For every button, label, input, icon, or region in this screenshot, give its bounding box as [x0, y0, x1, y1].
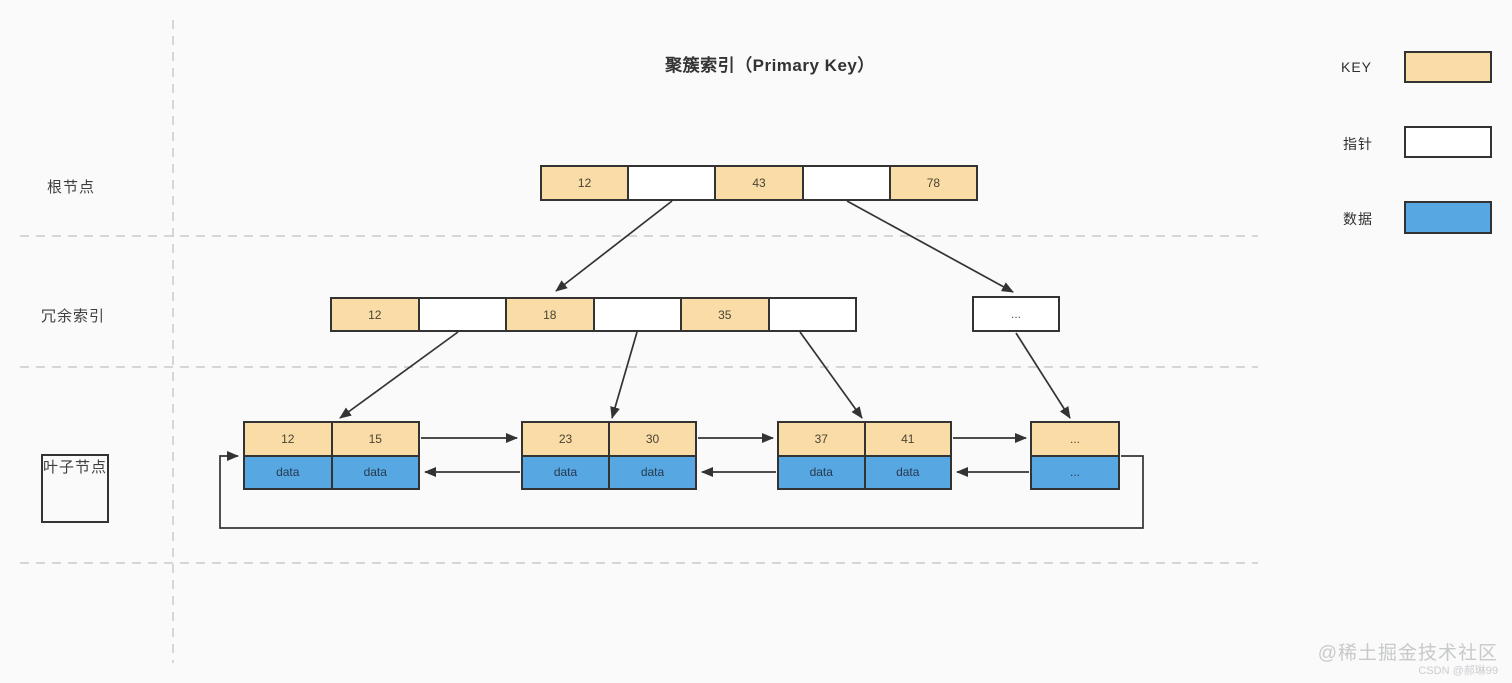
leaf-node-ellipsis: ... ... — [1030, 421, 1120, 490]
leaf-data-cell: data — [245, 456, 331, 488]
leaf-key-cell: 23 — [523, 423, 608, 455]
watermark-csdn-user: CSDN @郝琳99 — [1418, 665, 1498, 678]
leaf-data-cell: data — [330, 456, 418, 488]
leaf-data-row: data data — [779, 456, 950, 488]
arrow-root-to-middle — [555, 200, 673, 292]
leaf-key-row: ... — [1032, 423, 1118, 457]
leaf-node-3: 37 41 data data — [777, 421, 952, 490]
root-key-cell: 12 — [542, 167, 628, 199]
leaf-data-cell: ... — [1032, 456, 1118, 488]
arrow-middle-to-leaf-3 — [799, 331, 863, 419]
leaf-data-cell: data — [779, 456, 864, 488]
leaf-data-row: data data — [523, 456, 695, 488]
leaf-node-2: 23 30 data data — [521, 421, 697, 490]
root-node: 12 43 78 — [540, 165, 978, 201]
leaf-data-cell: data — [863, 456, 950, 488]
root-key-cell: 43 — [714, 167, 802, 199]
legend-swatch-key — [1404, 51, 1492, 83]
leaf-key-cell: 15 — [330, 423, 418, 455]
arrow-middle-to-leaf-2 — [610, 331, 638, 419]
diagram-title: 聚簇索引（Primary Key） — [665, 56, 875, 75]
middle-ellipsis-node: ... — [972, 296, 1060, 332]
leaf-key-cell: 37 — [779, 423, 864, 455]
middle-index-node: 12 18 35 — [330, 297, 857, 332]
leaf-key-row: 37 41 — [779, 423, 950, 457]
leaf-data-row: ... — [1032, 456, 1118, 488]
leaf-node-1: 12 15 data data — [243, 421, 420, 490]
row-label-middle-index: 冗余索引 — [41, 308, 106, 325]
legend-swatch-pointer — [1404, 126, 1492, 158]
level-separator-lines — [20, 20, 1258, 663]
legend-swatch-data — [1404, 201, 1492, 234]
root-key-cell: 78 — [888, 167, 977, 199]
middle-pointer-cell — [592, 299, 680, 330]
arrow-leaf4-loop-to-leaf1 — [219, 451, 1144, 529]
root-pointer-cell — [801, 167, 889, 199]
middle-ellipsis-cell: ... — [974, 298, 1058, 330]
root-pointer-cell — [627, 167, 715, 199]
leaf-data-cell: data — [608, 456, 695, 488]
middle-key-cell: 12 — [332, 299, 418, 330]
leaf-key-cell: 12 — [245, 423, 331, 455]
leaf-key-cell: 30 — [608, 423, 695, 455]
leaf-key-cell: ... — [1032, 423, 1118, 455]
middle-key-cell: 18 — [505, 299, 593, 330]
row-label-root-node: 根节点 — [47, 179, 96, 196]
middle-pointer-cell — [417, 299, 505, 330]
leaf-key-row: 23 30 — [523, 423, 695, 457]
leaf-key-row: 12 15 — [245, 423, 418, 457]
middle-key-cell: 35 — [680, 299, 768, 330]
legend-label-key: KEY — [1341, 59, 1373, 75]
legend-label-data: 数据 — [1343, 211, 1373, 227]
legend-label-pointer: 指针 — [1343, 136, 1373, 152]
row-label-leaf-node: 叶子节点 — [41, 454, 110, 523]
leaf-data-cell: data — [523, 456, 608, 488]
pointer-arrows — [219, 200, 1144, 529]
arrow-middle-more-to-leaf-4 — [1015, 332, 1071, 419]
arrow-root-to-middle-more — [846, 200, 1014, 293]
middle-pointer-cell — [767, 299, 855, 330]
watermark: @稀土掘金技术社区 CSDN @郝琳99 — [1318, 643, 1498, 678]
leaf-data-row: data data — [245, 456, 418, 488]
watermark-community: @稀土掘金技术社区 — [1317, 642, 1498, 664]
arrow-middle-to-leaf-1 — [339, 331, 459, 419]
leaf-key-cell: 41 — [863, 423, 950, 455]
